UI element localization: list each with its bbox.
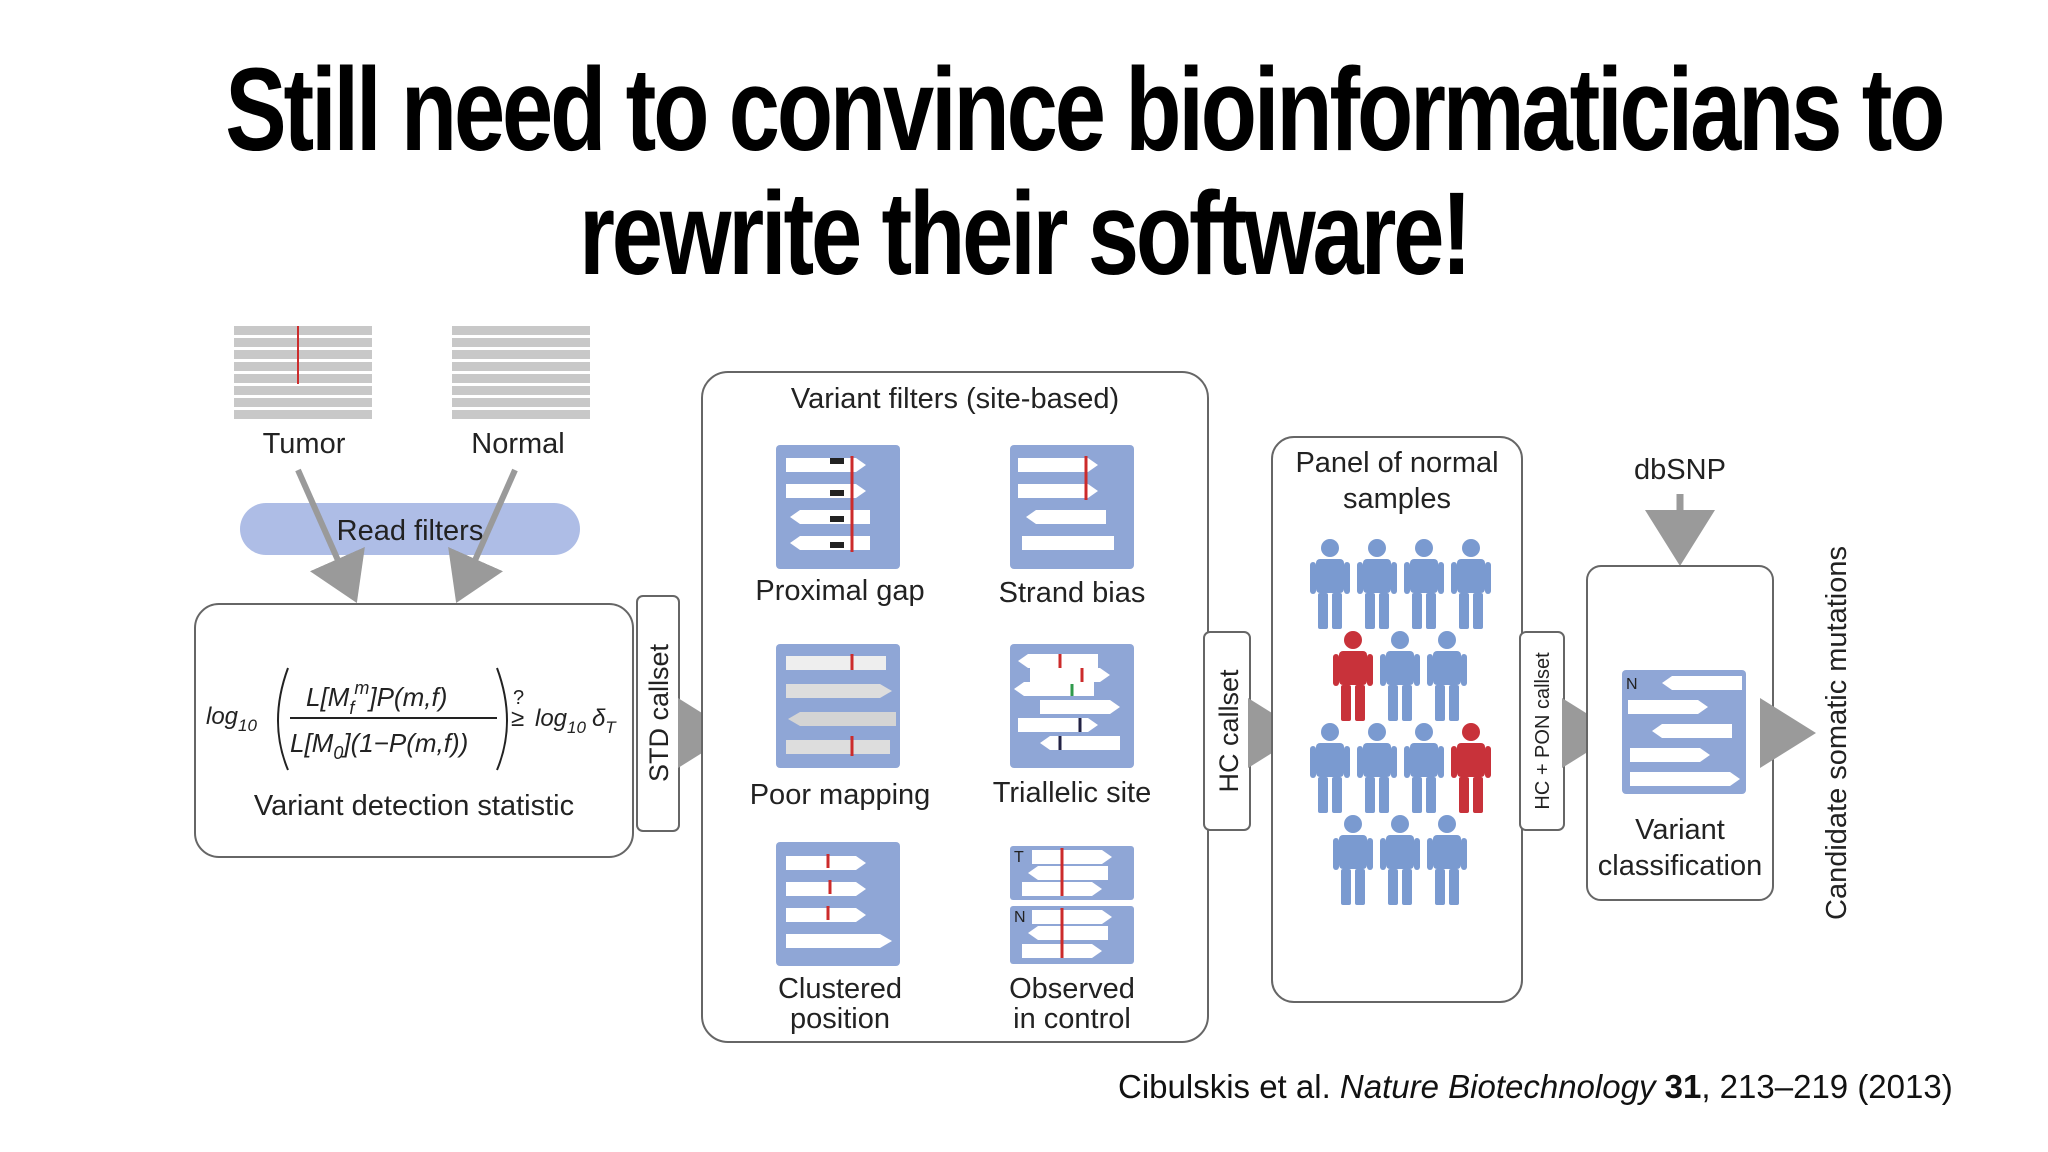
filter-proximal-gap-label: Proximal gap xyxy=(755,575,924,607)
strand-bias-icon xyxy=(1010,445,1134,569)
variant-detection-box xyxy=(194,603,634,858)
tumor-reads-icon xyxy=(234,326,372,419)
read-filters-label: Read filters xyxy=(337,515,484,547)
filter-observed-label: Observed xyxy=(1009,973,1135,1005)
pon-title-line-1: Panel of normal xyxy=(1295,447,1498,479)
hc-callset-label: HC callset xyxy=(1214,669,1244,793)
citation-authors: Cibulskis et al. xyxy=(1118,1068,1340,1105)
citation: Cibulskis et al. Nature Biotechnology 31… xyxy=(1118,1068,1953,1106)
proximal-gap-icon xyxy=(776,445,900,569)
filter-poor-mapping-label: Poor mapping xyxy=(750,779,931,811)
formula-geq: ≥ xyxy=(511,705,524,732)
candidate-somatic-mutations-label: Candidate somatic mutations xyxy=(1821,546,1853,920)
poor-mapping-icon xyxy=(776,644,900,768)
filter-clustered-label: Clustered xyxy=(778,973,902,1005)
citation-volume: 31 xyxy=(1664,1068,1702,1105)
normal-reads-icon xyxy=(452,326,590,419)
title-line-1: Still need to convince bioinformaticians… xyxy=(225,44,1945,176)
normal-arrow xyxy=(448,468,518,603)
slide-title: Still need to convince bioinformaticians… xyxy=(225,44,1945,300)
observed-in-control-icon: T N xyxy=(1010,846,1134,964)
triallelic-site-icon xyxy=(1010,644,1134,768)
detection-formula: log10 L[Mfm]P(m,f) L[M0](1−P(m,f)) ? ≥ l… xyxy=(206,667,617,771)
citation-pages: , 213–219 (2013) xyxy=(1701,1068,1953,1105)
classification-label-line-2: classification xyxy=(1598,850,1762,882)
filter-in-control-label: in control xyxy=(1013,1003,1131,1035)
variant-detection-label: Variant detection statistic xyxy=(254,790,574,822)
letter-n-classification: N xyxy=(1626,676,1638,693)
tumor-arrow xyxy=(295,468,365,603)
citation-journal: Nature Biotechnology xyxy=(1339,1068,1656,1105)
normal-label: Normal xyxy=(471,428,564,460)
formula-log-left: log10 xyxy=(206,703,257,735)
std-callset-label: STD callset xyxy=(644,643,674,782)
formula-denominator: L[M0](1−P(m,f)) xyxy=(290,728,468,763)
classification-reads-icon: N xyxy=(1622,670,1746,794)
formula-numerator: L[Mfm]P(m,f) xyxy=(306,678,447,718)
title-line-2: rewrite their software! xyxy=(579,168,1472,300)
letter-n: N xyxy=(1014,909,1026,926)
filter-triallelic-site-label: Triallelic site xyxy=(993,777,1151,809)
letter-t: T xyxy=(1014,849,1024,866)
variant-filters-title: Variant filters (site-based) xyxy=(791,383,1119,415)
tumor-label: Tumor xyxy=(263,428,346,460)
classification-label-line-1: Variant xyxy=(1635,814,1725,846)
hc-pon-callset-label: HC + PON callset xyxy=(1532,652,1554,810)
dbsnp-label: dbSNP xyxy=(1634,454,1726,486)
pon-title-line-2: samples xyxy=(1343,483,1451,515)
filter-strand-bias-label: Strand bias xyxy=(999,577,1146,609)
filter-position-label: position xyxy=(790,1003,890,1035)
clustered-position-icon xyxy=(776,842,900,966)
formula-question: ? xyxy=(513,687,524,709)
